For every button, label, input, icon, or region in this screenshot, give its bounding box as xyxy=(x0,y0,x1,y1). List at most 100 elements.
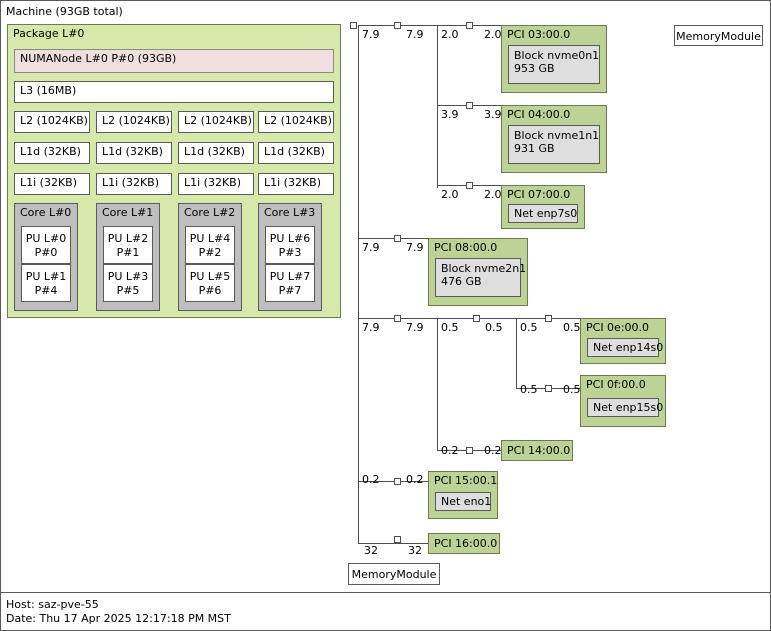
tree-root-node xyxy=(350,22,357,29)
l3-cache-box[interactable]: L3 (16MB) xyxy=(14,81,334,103)
osdev-box-pci-03-00-0[interactable]: Block nvme0n1 953 GB xyxy=(508,45,600,84)
pu-physical-3-1: P#7 xyxy=(278,284,302,297)
l1d-cache-label-2: L1d (32KB) xyxy=(184,145,245,158)
pu-box-2-1[interactable]: PU L#5 P#6 xyxy=(185,264,235,302)
osdev-line1-pci-07-00-0: Net enp7s0 xyxy=(514,207,578,220)
bw-sw1-b1-left: 2.0 xyxy=(441,28,459,41)
pu-box-3-0[interactable]: PU L#6 P#3 xyxy=(265,226,315,264)
switch2-branch-2-node xyxy=(466,447,473,454)
pu-box-1-1[interactable]: PU L#3 P#5 xyxy=(103,264,153,302)
memory-module-bottom[interactable]: MemoryModule xyxy=(348,563,440,585)
osdev-line1-pci-08-00-0: Block nvme2n1 xyxy=(441,262,527,275)
bw-sw1-b3-right: 2.0 xyxy=(484,188,502,201)
pci-label-pci-08-00-0: PCI 08:00.0 xyxy=(434,241,498,254)
osdev-box-pci-07-00-0[interactable]: Net enp7s0 xyxy=(508,204,578,223)
l1d-cache-box-0[interactable]: L1d (32KB) xyxy=(14,142,90,164)
package-label: Package L#0 xyxy=(13,27,85,40)
switch1-vertical-line xyxy=(437,25,438,188)
bw-sw2-b2-left: 0.2 xyxy=(441,444,459,457)
pu-box-3-1[interactable]: PU L#7 P#7 xyxy=(265,264,315,302)
osdev-box-pci-0f-00-0[interactable]: Net enp15s0 xyxy=(587,398,663,417)
switch1-branch-2-node xyxy=(466,102,473,109)
pu-physical-2-1: P#6 xyxy=(198,284,222,297)
osdev-line1-pci-04-00-0: Block nvme1n1 xyxy=(514,129,600,142)
l2-cache-label-2: L2 (1024KB) xyxy=(184,114,252,127)
trunk-branch-3-node xyxy=(394,315,401,322)
l1d-cache-label-3: L1d (32KB) xyxy=(264,145,325,158)
l2-cache-box-3[interactable]: L2 (1024KB) xyxy=(258,111,334,133)
osdev-box-pci-0e-00-0[interactable]: Net enp14s0 xyxy=(587,338,663,357)
bw-trunk-b4-right: 0.2 xyxy=(406,473,424,486)
bw-sw3-b2-right: 0.5 xyxy=(563,383,581,396)
bw-trunk-b2-left: 7.9 xyxy=(362,241,380,254)
osdev-line2-pci-04-00-0: 931 GB xyxy=(514,142,555,155)
l1d-cache-box-3[interactable]: L1d (32KB) xyxy=(258,142,334,164)
bw-trunk-b5-left: 32 xyxy=(364,544,378,557)
switch2-branch-1-node xyxy=(473,315,480,322)
bw-sw1-b2-left: 3.9 xyxy=(441,108,459,121)
switch1-branch-1-node xyxy=(466,22,473,29)
l1i-cache-label-3: L1i (32KB) xyxy=(264,176,322,189)
pci-label-pci-14-00-0: PCI 14:00.0 xyxy=(507,444,571,457)
bw-sw2-b1-left: 0.5 xyxy=(441,321,459,334)
footer-divider xyxy=(1,592,770,593)
pu-physical-1-1: P#5 xyxy=(116,284,140,297)
pci-label-pci-04-00-0: PCI 04:00.0 xyxy=(507,108,571,121)
pu-logical-1-1: PU L#3 xyxy=(107,270,149,283)
trunk-branch-2-node xyxy=(394,235,401,242)
l1i-cache-box-0[interactable]: L1i (32KB) xyxy=(14,173,90,195)
bw-trunk-b1-left: 7.9 xyxy=(362,28,380,41)
osdev-box-pci-04-00-0[interactable]: Block nvme1n1 931 GB xyxy=(508,125,600,164)
pu-box-2-0[interactable]: PU L#4 P#2 xyxy=(185,226,235,264)
bw-trunk-b2-right: 7.9 xyxy=(406,241,424,254)
bw-trunk-b1-right: 7.9 xyxy=(406,28,424,41)
trunk-branch-1-node xyxy=(394,22,401,29)
trunk-vertical-line xyxy=(358,25,359,544)
pu-physical-3-0: P#3 xyxy=(278,246,302,259)
switch1-branch-3-node xyxy=(466,182,473,189)
pu-box-0-0[interactable]: PU L#0 P#0 xyxy=(21,226,71,264)
pu-logical-1-0: PU L#2 xyxy=(107,232,149,245)
bw-sw2-b1-right: 0.5 xyxy=(485,321,503,334)
pci-label-pci-07-00-0: PCI 07:00.0 xyxy=(507,188,571,201)
trunk-branch-4-line xyxy=(358,481,428,482)
bw-sw1-b2-right: 3.9 xyxy=(484,108,502,121)
numanode-box[interactable]: NUMANode L#0 P#0 (93GB) xyxy=(14,49,334,73)
l1i-cache-box-3[interactable]: L1i (32KB) xyxy=(258,173,334,195)
bw-sw3-b1-right: 0.5 xyxy=(563,321,581,334)
memory-module-top-right-label: MemoryModule xyxy=(676,30,761,43)
core-label-2: Core L#2 xyxy=(184,206,236,219)
pu-box-1-0[interactable]: PU L#2 P#1 xyxy=(103,226,153,264)
l1d-cache-box-2[interactable]: L1d (32KB) xyxy=(178,142,254,164)
switch3-branch-2-node xyxy=(545,385,552,392)
switch2-vertical-line xyxy=(437,318,438,450)
bw-sw2-b2-right: 0.2 xyxy=(484,444,502,457)
bw-sw1-b1-right: 2.0 xyxy=(484,28,502,41)
memory-module-top-right[interactable]: MemoryModule xyxy=(674,25,763,46)
pci-device-pci-14-00-0[interactable]: PCI 14:00.0 xyxy=(501,440,573,461)
numanode-label: NUMANode L#0 P#0 (93GB) xyxy=(20,52,177,65)
bw-trunk-b4-left: 0.2 xyxy=(362,473,380,486)
pu-logical-2-0: PU L#4 xyxy=(189,232,231,245)
core-label-3: Core L#3 xyxy=(264,206,316,219)
l1i-cache-box-1[interactable]: L1i (32KB) xyxy=(96,173,172,195)
l1i-cache-label-0: L1i (32KB) xyxy=(20,176,78,189)
pci-label-pci-16-00-0: PCI 16:00.0 xyxy=(434,537,498,550)
pu-logical-2-1: PU L#5 xyxy=(189,270,231,283)
pu-physical-0-0: P#0 xyxy=(34,246,58,259)
l3-cache-label: L3 (16MB) xyxy=(20,84,77,97)
pu-box-0-1[interactable]: PU L#1 P#4 xyxy=(21,264,71,302)
osdev-box-pci-15-00-1[interactable]: Net eno1 xyxy=(435,492,491,511)
osdev-line1-pci-15-00-1: Net eno1 xyxy=(441,495,492,508)
footer-host: Host: saz-pve-55 xyxy=(6,598,99,611)
switch3-vertical-line xyxy=(516,318,517,388)
pu-physical-0-1: P#4 xyxy=(34,284,58,297)
footer-date: Date: Thu 17 Apr 2025 12:17:18 PM MST xyxy=(6,612,231,625)
pci-device-pci-16-00-0[interactable]: PCI 16:00.0 xyxy=(428,533,500,554)
l2-cache-box-0[interactable]: L2 (1024KB) xyxy=(14,111,90,133)
l1i-cache-box-2[interactable]: L1i (32KB) xyxy=(178,173,254,195)
l2-cache-box-1[interactable]: L2 (1024KB) xyxy=(96,111,172,133)
l1d-cache-box-1[interactable]: L1d (32KB) xyxy=(96,142,172,164)
osdev-box-pci-08-00-0[interactable]: Block nvme2n1 476 GB xyxy=(435,258,526,297)
l2-cache-box-2[interactable]: L2 (1024KB) xyxy=(178,111,254,133)
